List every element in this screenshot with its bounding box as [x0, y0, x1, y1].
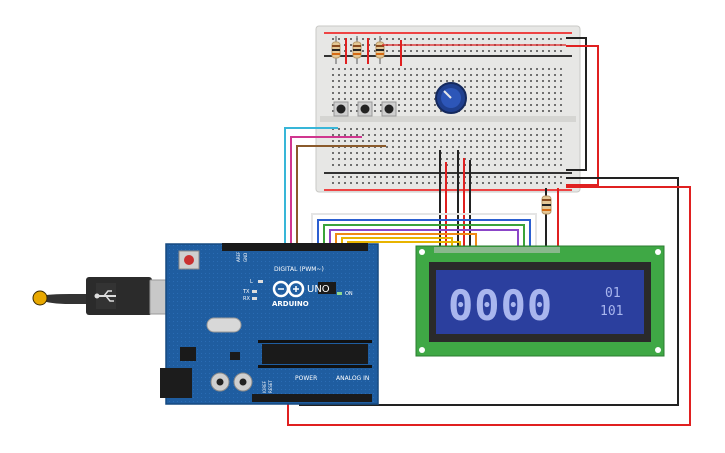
rx-led	[252, 297, 257, 300]
rx-label: RX	[243, 296, 250, 302]
lcd-line-2: 101	[600, 304, 623, 319]
on-label: ON	[345, 291, 353, 297]
l-led	[258, 280, 263, 283]
aref-label: AREF	[236, 251, 241, 262]
pushbutton-2[interactable]	[357, 101, 373, 117]
wire-red-5v[interactable]	[287, 186, 691, 426]
pushbutton-1[interactable]	[333, 101, 349, 117]
potentiometer[interactable]	[435, 82, 467, 114]
wire-brown[interactable]	[296, 145, 386, 246]
bottom-rail-holes	[330, 176, 566, 188]
on-led	[337, 292, 342, 295]
tx-led	[252, 290, 257, 293]
digital-label: DIGITAL (PWM~)	[274, 266, 324, 273]
usb-cable[interactable]	[32, 277, 197, 315]
wire-green[interactable]	[323, 224, 525, 246]
pushbutton-3[interactable]	[381, 101, 397, 117]
crystal	[206, 317, 242, 333]
wire-red-rail[interactable]	[566, 45, 599, 186]
power-label: POWER	[295, 375, 317, 382]
reset-button[interactable]	[178, 250, 200, 270]
tx-label: TX	[242, 289, 250, 295]
analog-label: ANALOG IN	[336, 375, 369, 382]
center-channel	[320, 116, 576, 122]
wire-cyan[interactable]	[284, 127, 338, 246]
wire-magenta[interactable]	[290, 136, 362, 246]
bottom-rail-blue-line	[324, 172, 572, 174]
wire-purple[interactable]	[329, 229, 519, 246]
arduino-logo-icon	[272, 280, 305, 298]
reset-label: RESET	[268, 380, 273, 393]
top-rail-red-line	[324, 32, 572, 34]
lcd-line-1: 01	[605, 286, 621, 301]
resistor-2[interactable]	[352, 36, 362, 64]
lcd-big-digits: 0000	[448, 281, 553, 330]
wire-black-rail[interactable]	[566, 37, 587, 171]
top-rail-blue-line	[324, 55, 572, 57]
digital-header	[222, 243, 368, 251]
resistor-3[interactable]	[375, 36, 385, 64]
model-label: UNO	[307, 284, 330, 295]
wire-orange[interactable]	[335, 233, 477, 246]
microcontroller-chip	[262, 344, 368, 364]
voltage-regulator	[180, 347, 196, 361]
breadboard[interactable]	[315, 25, 581, 193]
ioref-label: IOREF	[262, 380, 267, 393]
gnd-label: GND	[243, 253, 248, 262]
brand-label: ARDUINO	[272, 300, 309, 308]
resistor-1[interactable]	[331, 36, 341, 64]
power-analog-header	[252, 394, 372, 402]
lcd-pin-header	[434, 247, 560, 253]
usb-icon	[94, 290, 116, 302]
l-label: L	[250, 279, 253, 285]
arduino-uno[interactable]: ARDUINO UNO ON TX RX L DIGITAL (PWM~) PO…	[160, 243, 379, 405]
wire-blue[interactable]	[317, 219, 531, 246]
power-jack	[160, 368, 192, 398]
bottom-rail-red-line	[324, 189, 572, 191]
lcd-screen	[436, 270, 644, 334]
wire-white[interactable]	[311, 213, 537, 246]
resistor-lcd[interactable]	[541, 195, 552, 215]
lcd-module[interactable]: 0000 01 101	[415, 245, 665, 357]
